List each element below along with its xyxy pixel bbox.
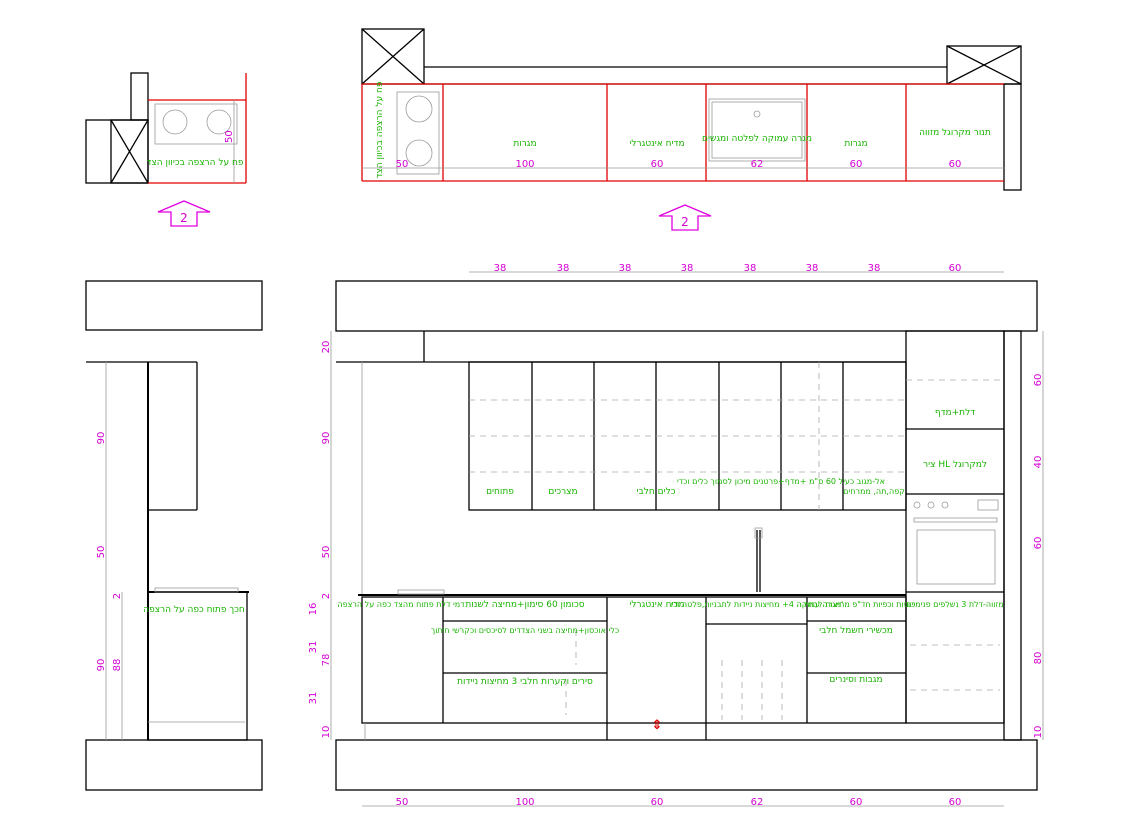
plan-label-integral: מדיח אינטגרלי [629, 139, 684, 149]
upper-label-4: אל-מגוב כעיל 60 ס"מ +מדף+פרטנים מיכון לס… [677, 477, 885, 486]
upper-label-2: מצרכים [548, 487, 577, 497]
plan-label-drawers-2: מגרות [844, 139, 867, 149]
view-arrow-center: 2 [658, 204, 712, 231]
lower-label-1: דמי דלת פתוח מהצד כפה על הרצפה [337, 600, 465, 609]
lower-label-4: סירים וקערות חלבי 3 מחיצות ניידות [457, 677, 593, 687]
left-dim-4: 2 [321, 593, 332, 599]
upper-label-5: קפה,תה, ממרחים [843, 487, 905, 496]
section-label: חכך פתוח כפה על הרצפה [143, 605, 245, 615]
top-dim-4: 38 [681, 263, 694, 274]
bottom-dimensions: 50 100 60 62 60 60 [362, 797, 1004, 808]
top-dim-2: 38 [557, 263, 570, 274]
section-dim-3: 2 [112, 593, 123, 599]
left-dim-5: 16 [308, 603, 319, 616]
plan-dim-6: 60 [949, 159, 962, 170]
section-dim-1: 90 [96, 432, 107, 445]
right-dim-2: 40 [1033, 456, 1044, 469]
red-arrow-icon: ⇕ [652, 718, 663, 733]
lower-label-2: סכומון 60 סימון+מחיצה לשנות [465, 600, 584, 610]
top-dimensions: 38 38 38 38 38 38 38 60 [469, 263, 1004, 274]
faucet [754, 527, 763, 592]
right-dim-1: 60 [1033, 374, 1044, 387]
section-dim-2: 50 [96, 546, 107, 559]
lower-label-7: כוסות וכפיות חד"פ מחיצות לבחירה [797, 600, 916, 609]
section-dim-4: 90 [96, 659, 107, 672]
tall-label-1: דלת+מדף [935, 408, 975, 418]
plan-dim-2: 100 [515, 159, 534, 170]
bottom-dim-3: 60 [651, 797, 664, 808]
top-dim-6: 38 [806, 263, 819, 274]
side-plan: 50 פח על הרצפה בכיוון הצד 2 [85, 72, 247, 227]
plan-dim-1: 50 [396, 159, 409, 170]
left-dim-9: 10 [321, 726, 332, 739]
left-dimensions: 20 90 50 2 16 31 78 31 10 [308, 331, 332, 740]
left-dim-6: 31 [308, 641, 319, 654]
view-arrow-left: 2 [157, 200, 211, 227]
lower-cabinets: דמי דלת פתוח מהצד כפה על הרצפה סכומון 60… [337, 589, 1004, 740]
top-dim-5: 38 [744, 263, 757, 274]
section-dim-5: 88 [112, 659, 123, 672]
top-plan: פח על הרצפה בכיוון הצד מגרות מדיח אינטגר… [361, 28, 1022, 231]
upper-cabinets: פתוחים מצרכים כלים חלבי אל-מגוב כעיל 60 … [468, 361, 907, 511]
left-dim-8: 31 [308, 692, 319, 705]
left-dim-3: 50 [321, 546, 332, 559]
tall-unit: דלת+מדף ציר HL למקרוגל [905, 330, 1005, 724]
bottom-dim-1: 50 [396, 797, 409, 808]
top-dim-3: 38 [619, 263, 632, 274]
lower-label-6: מגרה עמוקה 4+ מחיצות ניידות לתבניות,פלטה… [671, 600, 843, 609]
plan-dim-3: 60 [651, 159, 664, 170]
plan-label-sink: מגרה עמוקה לפלטה ומגשים [702, 134, 812, 144]
plan-dim-4: 62 [751, 159, 764, 170]
lower-label-8: מכשירי חשמל חלבי [819, 626, 893, 636]
side-plan-label: פח על הרצפה בכיוון הצד [147, 158, 244, 168]
top-dim-7: 38 [868, 263, 881, 274]
upper-label-3: כלים חלבי [637, 487, 676, 497]
top-dim-1: 38 [494, 263, 507, 274]
plan-dim-5: 60 [850, 159, 863, 170]
left-dim-1: 20 [321, 341, 332, 354]
lower-label-3: כלי אוכסון+מחיצה בשני הצדדים לסיכסים וכק… [431, 626, 619, 635]
arrow-label-center: 2 [681, 215, 689, 229]
side-section: 90 50 2 90 88 חכך פתוח כפה על הרצפה [85, 280, 263, 791]
side-plan-dim: 50 [224, 130, 235, 143]
bottom-dim-2: 100 [515, 797, 534, 808]
plan-label-oven: תנור מקרוגל מזווה [919, 128, 991, 138]
main-elevation: פתוחים מצרכים כלים חלבי אל-מגוב כעיל 60 … [308, 263, 1044, 808]
right-dim-3: 60 [1033, 537, 1044, 550]
lower-label-10: מזווה-דלת 3 נשלפים פנימיים [906, 600, 1003, 609]
top-dim-8: 60 [949, 263, 962, 274]
bottom-dim-5: 60 [850, 797, 863, 808]
bottom-dim-4: 62 [751, 797, 764, 808]
bottom-dim-6: 60 [949, 797, 962, 808]
plan-label-drawers-1: מגרות [513, 139, 536, 149]
upper-label-1: פתוחים [486, 487, 514, 497]
tall-label-2: ציר HL למקרוגל [923, 460, 987, 470]
arrow-label-left: 2 [180, 211, 188, 225]
lower-label-5: מדיח אינטגרלי [629, 600, 684, 610]
plan-width-dims: 50 100 60 62 60 60 [396, 159, 962, 170]
lower-label-9: מגבות וסינרים [829, 675, 882, 685]
right-dim-5: 10 [1033, 726, 1044, 739]
right-dimensions: 60 40 60 80 10 [1033, 331, 1044, 740]
right-dim-4: 80 [1033, 652, 1044, 665]
plan-label-side-hob: פח על הרצפה בכיוון הצד [375, 81, 385, 178]
left-dim-2: 90 [321, 432, 332, 445]
left-dim-7: 78 [321, 654, 332, 667]
